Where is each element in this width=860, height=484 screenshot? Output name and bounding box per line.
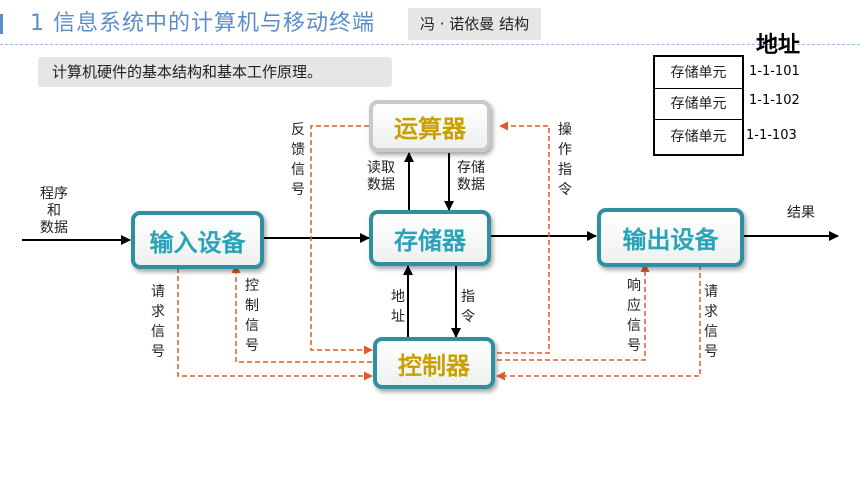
result-label: 结果	[787, 205, 815, 221]
address-value: 1-1-102	[749, 93, 800, 108]
control-signal-label: 控制信号	[245, 278, 259, 354]
memory-cell: 存储单元	[655, 59, 742, 89]
input-device-box: 输入设备	[131, 211, 264, 269]
memory-box: 存储器	[369, 210, 491, 266]
input-request-line	[177, 268, 373, 381]
program-data-label: 程序 和 数据	[40, 186, 68, 236]
output-response-line	[497, 263, 650, 361]
operate-command-label: 操作指令	[558, 122, 572, 198]
output-request-label: 请求信号	[704, 284, 718, 360]
alu-box: 运算器	[369, 100, 491, 152]
instruction-label: 指令	[461, 289, 475, 325]
memory-cell: 存储单元	[670, 129, 727, 145]
memory-cell: 存储单元	[655, 89, 742, 120]
input-control-line	[231, 264, 372, 363]
output-request-line	[496, 265, 701, 381]
read-data-label: 读取 数据	[367, 160, 395, 193]
input-request-label: 请求信号	[151, 284, 165, 360]
address-value: 1-1-101	[749, 64, 800, 79]
response-signal-label: 响应信号	[627, 278, 641, 354]
subtitle-badge: 冯 · 诺依曼 结构	[408, 8, 542, 40]
operate-command-line	[497, 121, 550, 354]
page-title: 1 信息系统中的计算机与移动终端	[30, 11, 375, 36]
memory-table: 存储单元 存储单元 存储单元	[653, 55, 744, 156]
address-label: 地址	[391, 289, 405, 325]
feedback-signal-label: 反馈信号	[291, 122, 305, 198]
address-heading: 地址	[756, 33, 801, 58]
store-data-label: 存储 数据	[457, 160, 485, 193]
controller-box: 控制器	[373, 337, 495, 389]
title-marker	[0, 14, 3, 34]
address-value: 1-1-103	[746, 128, 797, 143]
header-divider	[0, 44, 860, 45]
feedback-signal-line	[310, 125, 373, 355]
intro-text: 计算机硬件的基本结构和基本工作原理。	[38, 57, 392, 87]
output-device-box: 输出设备	[597, 208, 744, 267]
